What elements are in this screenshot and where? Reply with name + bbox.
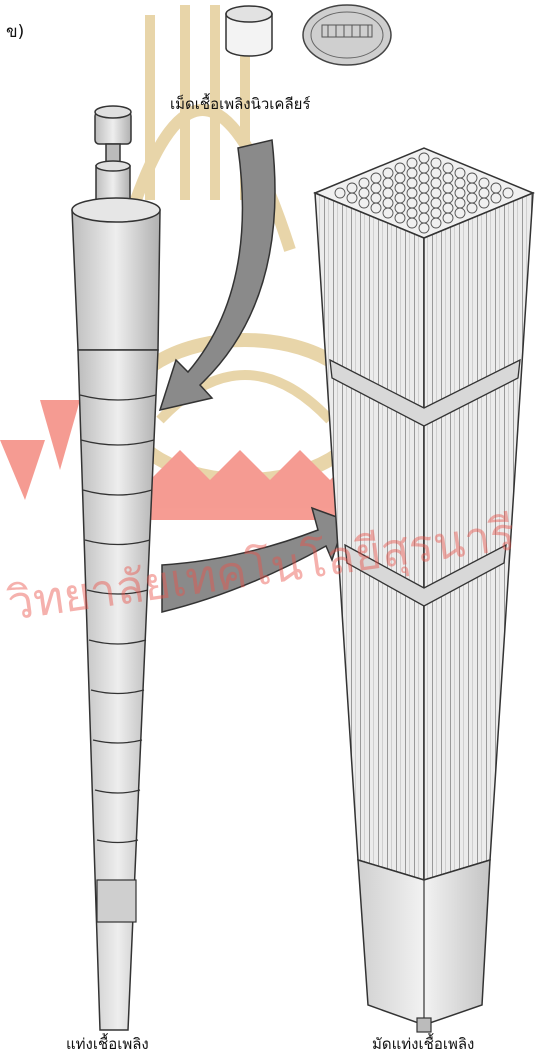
coin-image [303, 5, 391, 65]
fuel-rod-label: แท่งเชื้อเพลิง [66, 1032, 149, 1056]
fuel-pellet-image [226, 6, 272, 56]
pellet-label: เม็ดเชื้อเพลิงนิวเคลียร์ [170, 92, 310, 116]
panel-letter: ข) [6, 18, 24, 45]
fuel-assembly-image [315, 148, 533, 1032]
fuel-assembly-label: มัดแท่งเชื้อเพลิง [372, 1032, 474, 1056]
